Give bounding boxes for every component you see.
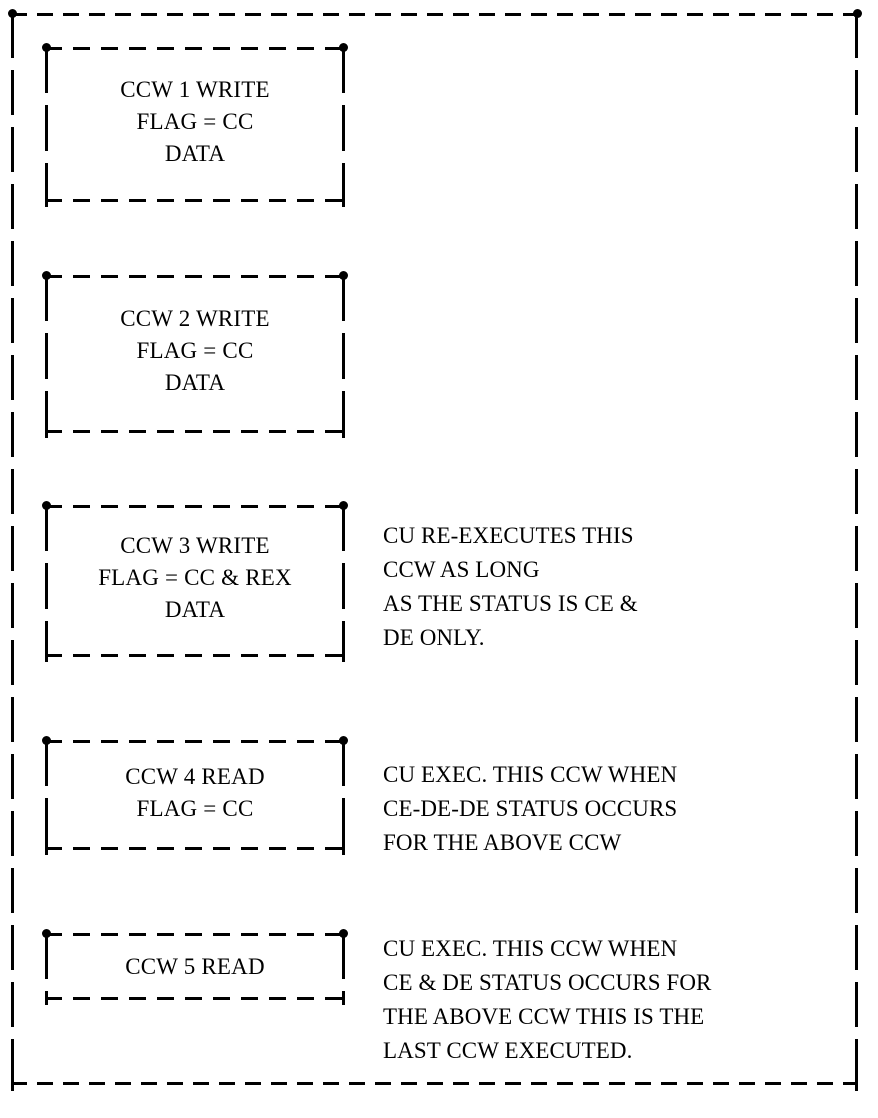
- ccw-box-3-bottom-edge: [45, 654, 345, 657]
- ccw-box-1-top-edge: [45, 47, 345, 50]
- ccw-box-5-left-edge: [45, 933, 48, 1000]
- ccw-box-1: CCW 1 WRITE FLAG = CC DATA: [42, 43, 348, 207]
- ccw-box-4-top-edge: [45, 740, 345, 743]
- ccw-box-5-corner-tick-bottom-right: [342, 993, 345, 1005]
- outer-frame-corner-tick-bottom-right: [855, 1078, 858, 1091]
- outer-frame: [8, 9, 862, 1091]
- ccw-box-4-bottom-edge: [45, 847, 345, 850]
- ccw-box-2-corner-dot-top-left: [42, 271, 51, 280]
- outer-frame-corner-dot-top-left: [8, 9, 17, 18]
- ccw-box-1-label: CCW 1 WRITE FLAG = CC DATA: [120, 77, 270, 166]
- ccw-box-5-right-edge: [342, 933, 345, 1000]
- ccw-box-2-corner-dot-top-right: [339, 271, 348, 280]
- ccw-box-4-left-edge: [45, 740, 48, 850]
- ccw-box-3-right-edge: [342, 505, 345, 657]
- ccw-box-2: CCW 2 WRITE FLAG = CC DATA: [42, 271, 348, 438]
- ccw-box-5-corner-dot-top-right: [339, 929, 348, 938]
- ccw-box-3-corner-dot-top-right: [339, 501, 348, 510]
- ccw-box-4-label: CCW 4 READ FLAG = CC: [125, 764, 265, 821]
- outer-frame-right-edge: [855, 13, 858, 1085]
- ccw-box-3-label: CCW 3 WRITE FLAG = CC & REX DATA: [98, 533, 292, 622]
- ccw-box-2-left-edge: [45, 275, 48, 433]
- ccw-box-4-corner-dot-top-left: [42, 736, 51, 745]
- ccw-box-2-label: CCW 2 WRITE FLAG = CC DATA: [120, 306, 270, 395]
- annotation-ccw-3: CU RE-EXECUTES THIS CCW AS LONG AS THE S…: [383, 523, 638, 650]
- ccw-box-1-corner-tick-bottom-left: [45, 195, 48, 207]
- ccw-box-5: CCW 5 READ: [42, 929, 348, 1005]
- ccw-box-3-corner-dot-top-left: [42, 501, 51, 510]
- outer-frame-left-edge: [11, 13, 14, 1085]
- ccw-box-4-corner-tick-bottom-left: [45, 843, 48, 855]
- ccw-box-1-left-edge: [45, 47, 48, 202]
- outer-frame-corner-tick-bottom-left: [11, 1078, 14, 1091]
- ccw-box-4: CCW 4 READ FLAG = CC: [42, 736, 348, 855]
- ccw-box-3-corner-tick-bottom-left: [45, 650, 48, 662]
- ccw-box-4-right-edge: [342, 740, 345, 850]
- annotation-ccw-5: CU EXEC. THIS CCW WHEN CE & DE STATUS OC…: [383, 936, 712, 1063]
- ccw-box-5-corner-tick-bottom-left: [45, 993, 48, 1005]
- ccw-box-5-bottom-edge: [45, 997, 345, 1000]
- outer-frame-corner-dot-top-right: [853, 9, 862, 18]
- annotation-ccw-4: CU EXEC. THIS CCW WHEN CE-DE-DE STATUS O…: [383, 762, 678, 855]
- ccw-box-2-corner-tick-bottom-right: [342, 426, 345, 438]
- ccw-box-2-corner-tick-bottom-left: [45, 426, 48, 438]
- ccw-box-4-corner-dot-top-right: [339, 736, 348, 745]
- ccw-box-2-top-edge: [45, 275, 345, 278]
- ccw-box-3-left-edge: [45, 505, 48, 657]
- outer-frame-top-edge: [11, 13, 858, 16]
- ccw-box-3: CCW 3 WRITE FLAG = CC & REX DATA: [42, 501, 348, 662]
- ccw-box-1-corner-dot-top-left: [42, 43, 51, 52]
- ccw-box-3-corner-tick-bottom-right: [342, 650, 345, 662]
- ccw-box-1-corner-tick-bottom-right: [342, 195, 345, 207]
- ccw-box-1-right-edge: [342, 47, 345, 202]
- ccw-box-4-corner-tick-bottom-right: [342, 843, 345, 855]
- ccw-box-3-top-edge: [45, 505, 345, 508]
- ccw-box-2-bottom-edge: [45, 430, 345, 433]
- ccw-box-2-right-edge: [342, 275, 345, 433]
- ccw-box-5-top-edge: [45, 933, 345, 936]
- ccw-box-5-corner-dot-top-left: [42, 929, 51, 938]
- ccw-box-1-bottom-edge: [45, 199, 345, 202]
- ccw-box-1-corner-dot-top-right: [339, 43, 348, 52]
- ccw-box-5-label: CCW 5 READ: [125, 954, 265, 979]
- outer-frame-bottom-edge: [11, 1082, 858, 1085]
